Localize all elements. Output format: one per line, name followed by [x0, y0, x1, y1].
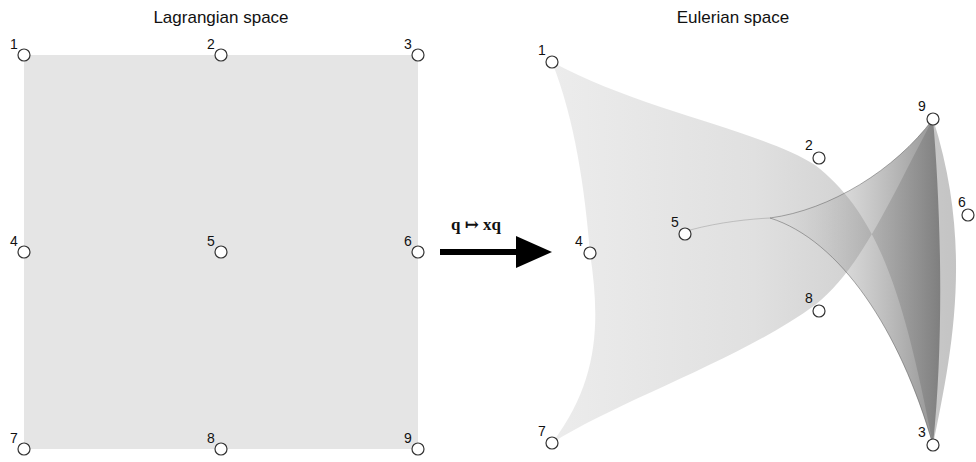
- point-number: 1: [10, 37, 18, 51]
- fold-shade: [690, 218, 770, 230]
- point-number: 7: [10, 431, 18, 445]
- point-number: 2: [207, 37, 215, 51]
- lagrangian-sheet: [24, 55, 418, 449]
- point-number: 7: [538, 424, 546, 438]
- point-number: 3: [404, 37, 412, 51]
- point-number: 5: [207, 234, 215, 248]
- point-number: 5: [671, 215, 679, 229]
- point-number: 6: [404, 234, 412, 248]
- point-number: 1: [538, 43, 546, 57]
- panel-title: Eulerian space: [677, 9, 789, 26]
- point-markers: [546, 56, 974, 451]
- mapping-label: q ↦ xq: [451, 216, 501, 233]
- point-number: 6: [958, 195, 966, 209]
- point-number: 2: [805, 138, 813, 152]
- map-arrow: [440, 249, 520, 255]
- point-number: 4: [575, 234, 583, 248]
- point-number: 3: [918, 425, 926, 439]
- point-number: 9: [404, 431, 412, 445]
- fold-region: [770, 119, 940, 445]
- point-number: 8: [805, 291, 813, 305]
- point-number: 8: [207, 431, 215, 445]
- caustic-line: [770, 119, 933, 218]
- caustic-line: [770, 218, 933, 445]
- point-number: 4: [10, 234, 18, 248]
- eulerian-sheet: [552, 62, 956, 445]
- map-arrowhead: [516, 236, 552, 268]
- panel-title: Lagrangian space: [153, 9, 288, 26]
- point-markers: [18, 49, 424, 455]
- point-number: 9: [918, 99, 926, 113]
